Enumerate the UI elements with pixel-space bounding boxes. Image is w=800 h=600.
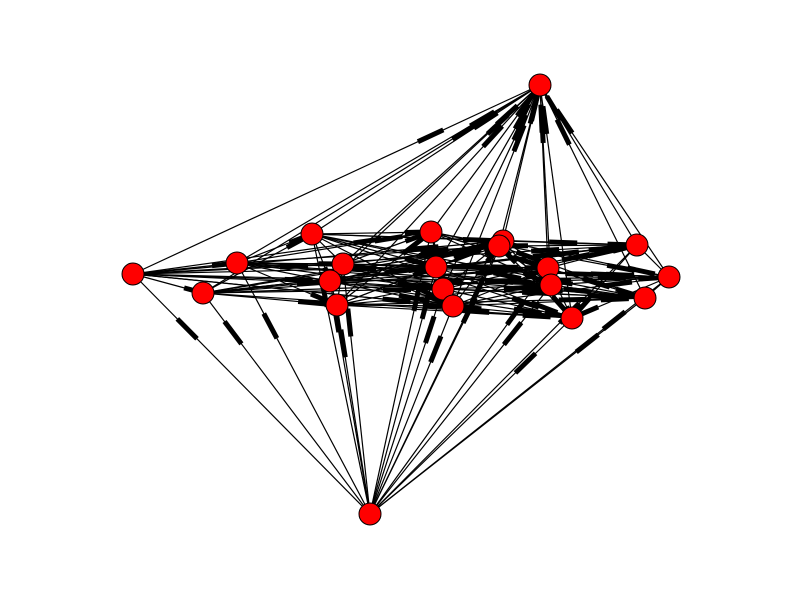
edge-arrow-n18-n0 [540,105,550,135]
edge-arrow-n3-n7 [297,299,327,307]
edge-arrow-n1-n0 [416,127,445,144]
edge-n20-n2 [236,262,371,515]
edge-arrow-n3-n18 [461,308,490,315]
node-n7 [325,293,349,317]
edge-arrow-n11-n0 [511,124,527,153]
edge-n20-n18 [369,317,573,515]
edge-arrow-n7-n0 [481,124,504,149]
node-n2 [225,251,249,275]
node-n10 [431,277,455,301]
edge-n20-n1 [132,273,371,515]
edge-arrow-n17-n19 [515,249,544,264]
edge-arrow-n20-n3 [222,319,244,346]
edge-arrow-n5-n17 [563,286,592,295]
edge-arrow-n20-n10 [423,315,437,344]
edge-arrow-n20-n5 [345,308,354,337]
node-n15 [625,233,649,257]
node-n4 [300,222,324,246]
edge-arrow-n20-n11 [428,335,444,364]
nodes-layer [121,73,681,526]
edge-arrow-n20-n17 [574,332,600,354]
edge-n1-n0 [132,84,541,275]
edge-n20-n15 [369,244,638,515]
node-n20 [358,502,382,526]
edge-arrow-n20-n7 [338,329,348,358]
edge-arrow-n7-n18 [522,312,551,320]
edge-arrow-n4-n14 [493,270,522,282]
node-n8 [419,220,443,244]
edge-arrow-n16-n0 [554,108,575,135]
edge-arrow-n7-n14 [503,284,533,292]
node-n0 [528,73,552,97]
edge-arrow-n9-n18 [530,300,559,315]
edge-arrow-n10-n0 [511,113,529,142]
edge-arrow-n4-n0 [472,110,499,131]
edge-arrow-n6-n0 [485,113,510,136]
edge-arrow-n20-n18 [513,351,538,375]
edge-arrow-n20-n2 [261,312,280,340]
node-n11 [441,294,465,318]
edge-n11-n16 [452,276,670,307]
edge-arrow-n5-n14 [507,278,536,286]
node-n17 [633,286,657,310]
node-n6 [318,269,342,293]
edge-arrow-n20-n13 [505,300,526,327]
edge-arrow-n9-n0 [512,103,532,130]
edge-arrow-n8-n0 [515,91,536,118]
edge-arrow-n12-n16 [626,265,656,277]
edge-n20-n14 [369,284,552,515]
edge-arrow-n17-n0 [554,118,572,146]
edge-arrow-n9-n15 [588,244,617,253]
node-n9 [424,255,448,279]
edge-arrow-n14-n0 [539,114,546,144]
edge-arrow-n10-n15 [587,247,617,259]
edge-n4-n0 [311,84,541,235]
node-n5 [331,252,355,276]
node-n14 [539,273,563,297]
node-n16 [657,265,681,289]
edge-arrow-n20-n14 [501,321,524,347]
node-n3 [191,281,215,305]
node-n19 [487,234,511,258]
edge-arrow-n19-n0 [527,95,540,125]
edge-n1-n18 [132,273,573,319]
edges-layer [132,84,670,515]
node-n18 [560,306,584,330]
edge-arrow-n10-n17 [588,292,617,300]
edge-arrow-n20-n16 [601,309,627,332]
edge-arrow-n3-n0 [451,122,478,142]
edge-arrow-n7-n8 [401,234,427,256]
edge-n20-n17 [369,297,646,515]
node-n1 [121,262,145,286]
edge-arrow-n6-n18 [513,306,542,316]
edge-arrow-n20-n1 [175,317,199,341]
